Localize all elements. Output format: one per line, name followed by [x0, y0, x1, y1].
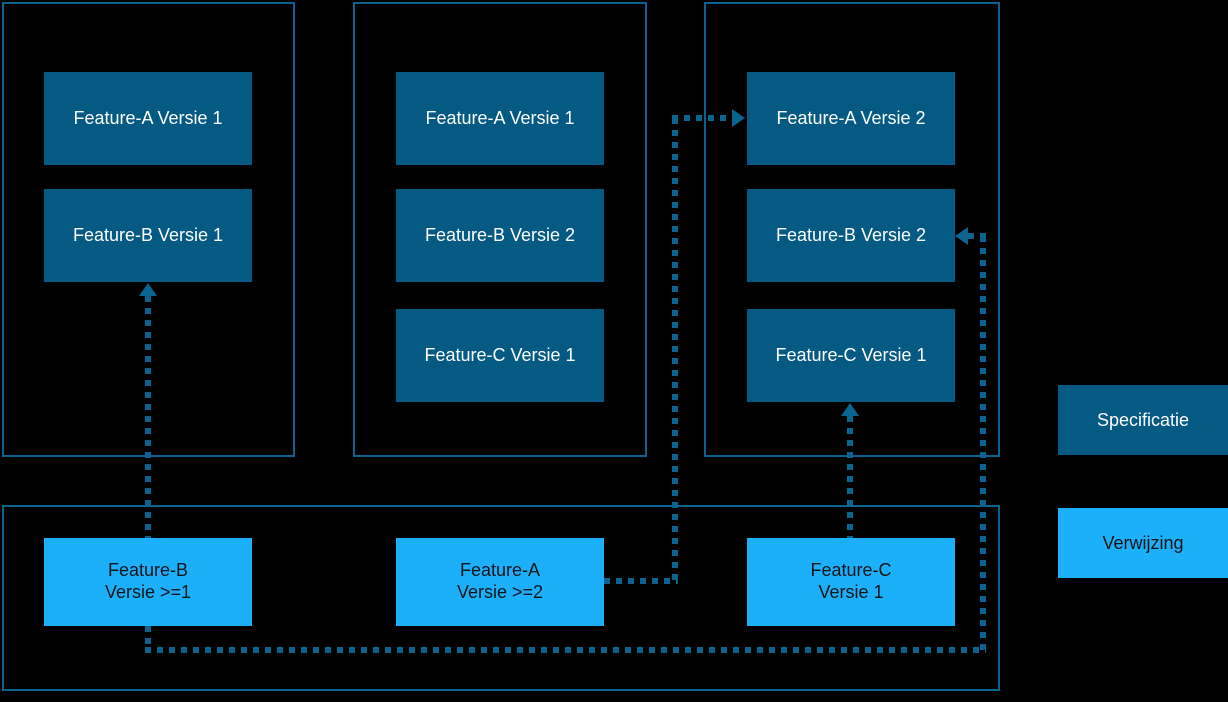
- spec-node-feature-a-versie-1-release1[interactable]: Feature-A Versie 1: [44, 72, 252, 165]
- connector-ref-a-to-a2-horizontal-top: [672, 115, 734, 121]
- connector-ref-b-to-b2col3-vertical-left: [145, 626, 151, 650]
- group-release-2: [353, 2, 647, 457]
- spec-node-feature-c-versie-1-release2[interactable]: Feature-C Versie 1: [396, 309, 604, 402]
- connector-ref-b-to-b2col3-horizontal-top: [968, 233, 986, 239]
- spec-node-feature-b-versie-2-release3[interactable]: Feature-B Versie 2: [747, 189, 955, 282]
- reference-node-feature-c[interactable]: Feature-C Versie 1: [747, 538, 955, 626]
- connector-ref-a-to-a2-horizontal-bottom: [604, 578, 678, 584]
- connector-ref-c-to-c1-vertical: [847, 416, 853, 538]
- connector-ref-a-to-a2-vertical: [672, 118, 678, 580]
- legend-specification: Specificatie: [1058, 385, 1228, 455]
- spec-node-feature-c-versie-1-release3[interactable]: Feature-C Versie 1: [747, 309, 955, 402]
- connector-ref-a-to-a2-arrowhead: [732, 109, 745, 127]
- connector-ref-b-to-b1-vertical: [145, 296, 151, 538]
- reference-node-feature-a[interactable]: Feature-A Versie >=2: [396, 538, 604, 626]
- connector-ref-c-to-c1-arrowhead: [841, 403, 859, 416]
- connector-ref-b-to-b1-arrowhead: [139, 283, 157, 296]
- spec-node-feature-b-versie-1-release1[interactable]: Feature-B Versie 1: [44, 189, 252, 282]
- spec-node-feature-a-versie-2-release3[interactable]: Feature-A Versie 2: [747, 72, 955, 165]
- spec-node-feature-b-versie-2-release2[interactable]: Feature-B Versie 2: [396, 189, 604, 282]
- connector-ref-b-to-b2col3-horizontal-bottom: [145, 647, 986, 653]
- connector-ref-b-to-b2col3-arrowhead: [955, 227, 968, 245]
- legend-reference: Verwijzing: [1058, 508, 1228, 578]
- spec-node-feature-a-versie-1-release2[interactable]: Feature-A Versie 1: [396, 72, 604, 165]
- connector-ref-b-to-b2col3-vertical-right: [980, 236, 986, 650]
- group-references: [2, 505, 1000, 691]
- reference-node-feature-b[interactable]: Feature-B Versie >=1: [44, 538, 252, 626]
